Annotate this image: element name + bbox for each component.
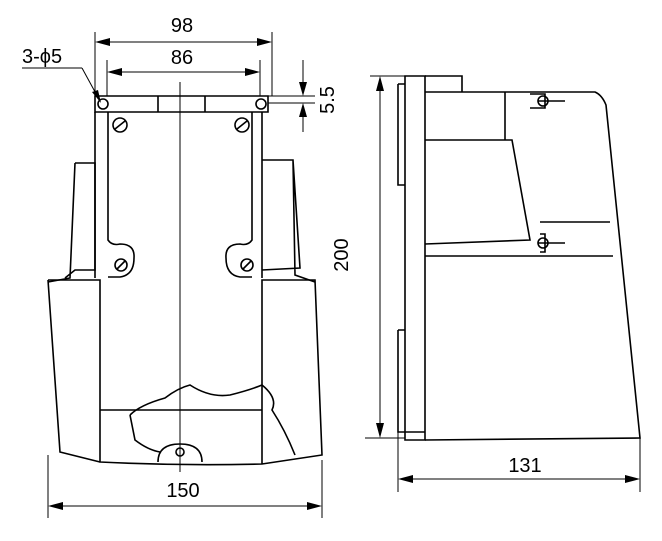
front-cover-plate xyxy=(107,112,253,278)
side-mounting-plate xyxy=(404,75,426,441)
dim-label-hole-note: 3-ϕ5 xyxy=(22,46,62,68)
hole-right xyxy=(255,98,267,110)
front-broken-section xyxy=(129,384,296,456)
side-view xyxy=(397,75,641,441)
hole-left xyxy=(97,98,109,110)
dim-label-131: 131 xyxy=(508,455,541,477)
side-screw-upper-head xyxy=(537,95,549,107)
dim-label-86: 86 xyxy=(171,47,193,69)
dimension-98: 98 xyxy=(94,15,273,96)
side-housing xyxy=(424,91,641,441)
side-screw-upper xyxy=(530,93,565,109)
dim-label-200: 200 xyxy=(331,238,353,271)
screw-top-right xyxy=(234,117,250,133)
dim-label-150: 150 xyxy=(166,480,199,502)
dim-label-5-5: 5.5 xyxy=(317,86,339,114)
dim-label-98: 98 xyxy=(171,15,193,37)
screw-mid-right xyxy=(240,258,254,272)
front-left-upper-side xyxy=(47,162,96,283)
dimension-5-5: 5.5 xyxy=(268,60,339,132)
front-view xyxy=(47,82,323,472)
front-right-upper-side xyxy=(261,159,316,283)
screw-top-left xyxy=(112,117,128,133)
side-top-tab xyxy=(425,75,463,92)
dimension-200: 200 xyxy=(331,75,405,439)
dimension-131: 131 xyxy=(397,432,641,492)
side-screw-lower xyxy=(538,221,610,253)
dimension-hole-note: 3-ϕ5 xyxy=(22,46,101,103)
dimension-150: 150 xyxy=(47,455,323,518)
side-mounting-lugs xyxy=(397,83,405,433)
dimension-86: 86 xyxy=(106,47,261,96)
side-screw-lower-head xyxy=(537,237,549,249)
front-broken-section-left xyxy=(129,414,161,453)
front-plate-sides xyxy=(94,112,263,278)
side-upper-recess xyxy=(424,139,531,245)
screw-mid-left xyxy=(114,258,128,272)
front-lower-housing xyxy=(47,279,323,466)
front-top-rail xyxy=(94,95,269,113)
